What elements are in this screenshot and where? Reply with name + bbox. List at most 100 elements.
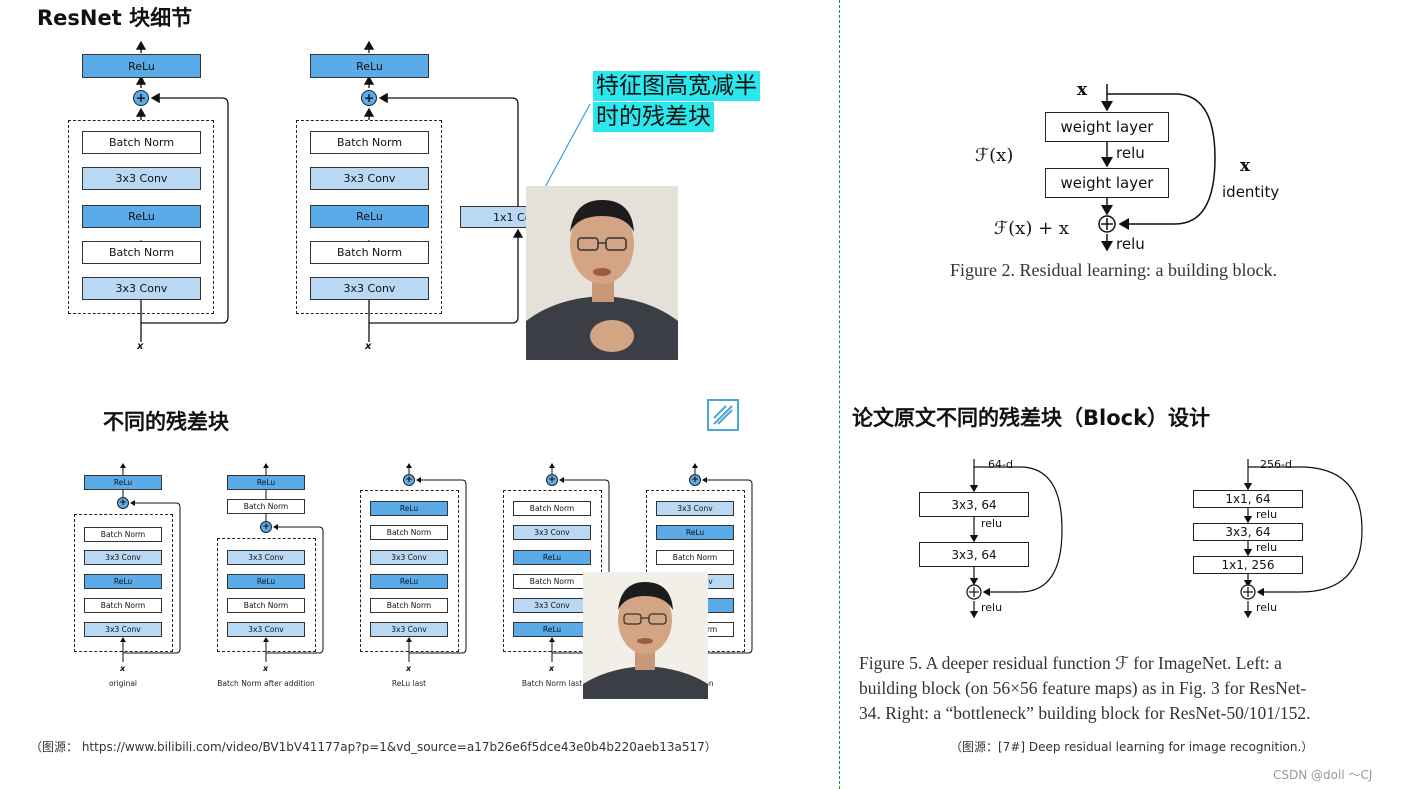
variant-4-add-icon: +	[689, 474, 701, 486]
fig5-right-relu-1: relu	[1256, 508, 1278, 521]
csdn-watermark: CSDN @doll ～CJ	[1273, 768, 1373, 782]
variant-2-block-3: ReLu	[370, 574, 448, 589]
variant-1-block-0: ReLu	[227, 475, 305, 490]
fig5-left-relu-out: relu	[981, 601, 1003, 614]
variant-1-input-x: x	[263, 664, 269, 673]
variant-2-block-0: ReLu	[370, 501, 448, 516]
diagram-a-batchnorm-2: Batch Norm	[82, 241, 201, 264]
diagram-b-conv-1: 3x3 Conv	[310, 167, 429, 190]
fig5-right-relu-out: relu	[1256, 601, 1278, 614]
variant-3-block-2: ReLu	[513, 550, 591, 565]
fig2-input-x: x	[1077, 80, 1088, 100]
diagram-a-batchnorm-1: Batch Norm	[82, 131, 201, 154]
fig2-identity-x: x	[1240, 156, 1251, 176]
fig2-fx-label: ℱ(x)	[975, 145, 1014, 166]
paper-blocks-title: 论文原文不同的残差块（Block）设计	[852, 406, 1211, 430]
variant-1-block-4: Batch Norm	[227, 598, 305, 613]
fig2-identity-label: identity	[1222, 183, 1280, 201]
diagram-b-batchnorm-2: Batch Norm	[310, 241, 429, 264]
variant-2-block-1: Batch Norm	[370, 525, 448, 540]
diagram-a-conv-1: 3x3 Conv	[82, 167, 201, 190]
variant-3-dashed-group	[503, 490, 602, 652]
presenter-video-frame-2	[583, 572, 708, 699]
variant-3-label: Batch Norm last	[521, 679, 583, 688]
callout-line-1: 特征图高宽减半	[593, 71, 760, 101]
variants-connectors	[120, 463, 753, 662]
variant-2-block-4: Batch Norm	[370, 598, 448, 613]
variant-1-dashed-group	[217, 538, 316, 652]
diagram-a-add-icon: +	[133, 90, 149, 106]
variant-3-block-5: ReLu	[513, 622, 591, 637]
resnet-block-title: ResNet 块细节	[37, 6, 193, 30]
variant-2-block-2: 3x3 Conv	[370, 550, 448, 565]
diagram-a-relu-top: ReLu	[82, 54, 201, 78]
fig2-weight-layer-2: weight layer	[1045, 168, 1169, 198]
presenter-portrait-icon	[526, 186, 678, 360]
diagram-a-input-x: x	[137, 341, 144, 352]
variant-2-label: ReLu last	[391, 679, 427, 688]
diagram-b-input-x: x	[365, 341, 372, 352]
variant-0-label: original	[108, 679, 138, 688]
variant-0-block-5: 3x3 Conv	[84, 622, 162, 637]
fig2-fx-plus-x-label: ℱ(x) + x	[994, 218, 1070, 239]
variant-4-block-2: Batch Norm	[656, 550, 734, 565]
fig5-left-relu-mid: relu	[981, 517, 1003, 530]
variant-0-block-3: ReLu	[84, 574, 162, 589]
fig5-caption-line-3: 34. Right: a “bottleneck” building block…	[859, 703, 1311, 723]
fig5-left-layer-1: 3x3, 64	[919, 492, 1029, 517]
right-source-note: （图源：[7#] Deep residual learning for imag…	[950, 740, 1314, 754]
fig5-left-input: 64-d	[988, 458, 1013, 471]
fig5-connectors	[966, 459, 1363, 619]
left-source-note: （图源： https://www.bilibili.com/video/BV1b…	[30, 740, 717, 754]
variant-3-block-3: Batch Norm	[513, 574, 591, 589]
fig5-caption-line-1: Figure 5. A deeper residual function ℱ f…	[859, 653, 1282, 673]
presenter-portrait-2-icon	[583, 572, 708, 699]
fig5-left-layer-2: 3x3, 64	[919, 542, 1029, 567]
fig5-caption-line-2: building block (on 56×56 feature maps) a…	[859, 678, 1307, 698]
variant-0-block-2: 3x3 Conv	[84, 550, 162, 565]
variant-3-block-4: 3x3 Conv	[513, 598, 591, 613]
presenter-video-frame	[526, 186, 678, 360]
variant-4-block-1: ReLu	[656, 525, 734, 540]
variant-1-block-2: 3x3 Conv	[227, 550, 305, 565]
variant-1-block-3: ReLu	[227, 574, 305, 589]
variant-0-add-icon: +	[117, 497, 129, 509]
diagram-a-dashed-group	[68, 120, 214, 314]
variant-1-label: Batch Norm after addition	[217, 679, 315, 688]
variant-3-input-x: x	[549, 664, 555, 673]
logo-icon	[707, 399, 739, 431]
fig5-right-layer-1: 1x1, 64	[1193, 490, 1303, 508]
fig5-right-input: 256-d	[1260, 458, 1292, 471]
variant-0-dashed-group	[74, 514, 173, 652]
variant-3-block-0: Batch Norm	[513, 501, 591, 516]
diagram-b-conv-2: 3x3 Conv	[310, 277, 429, 300]
variant-2-dashed-group	[360, 490, 459, 652]
variant-4-block-0: 3x3 Conv	[656, 501, 734, 516]
fig5-right-layer-3: 1x1, 256	[1193, 556, 1303, 574]
diagram-b-add-icon: +	[361, 90, 377, 106]
fig2-connectors	[1098, 84, 1216, 252]
variant-3-block-1: 3x3 Conv	[513, 525, 591, 540]
variant-1-add-icon: +	[260, 521, 272, 533]
variant-0-block-0: ReLu	[84, 475, 162, 490]
variant-2-add-icon: +	[403, 474, 415, 486]
fig2-weight-layer-1: weight layer	[1045, 112, 1169, 142]
section-divider	[839, 0, 840, 789]
callout-line-2: 时的残差块	[593, 102, 714, 132]
variant-2-input-x: x	[406, 664, 412, 673]
fig2-caption: Figure 2. Residual learning: a building …	[950, 260, 1277, 280]
diagram-a-relu-mid: ReLu	[82, 205, 201, 228]
diagram-b-relu-top: ReLu	[310, 54, 429, 78]
variant-0-input-x: x	[120, 664, 126, 673]
fig2-relu-out: relu	[1116, 235, 1145, 253]
diagram-b-batchnorm-1: Batch Norm	[310, 131, 429, 154]
variant-1-block-5: 3x3 Conv	[227, 622, 305, 637]
fig5-right-relu-2: relu	[1256, 541, 1278, 554]
variants-title: 不同的残差块	[103, 410, 229, 434]
fig5-right-layer-2: 3x3, 64	[1193, 523, 1303, 541]
variant-3-add-icon: +	[546, 474, 558, 486]
variant-0-block-1: Batch Norm	[84, 527, 162, 542]
diagram-b-relu-mid: ReLu	[310, 205, 429, 228]
variant-2-block-5: 3x3 Conv	[370, 622, 448, 637]
fig2-relu-mid: relu	[1116, 144, 1145, 162]
